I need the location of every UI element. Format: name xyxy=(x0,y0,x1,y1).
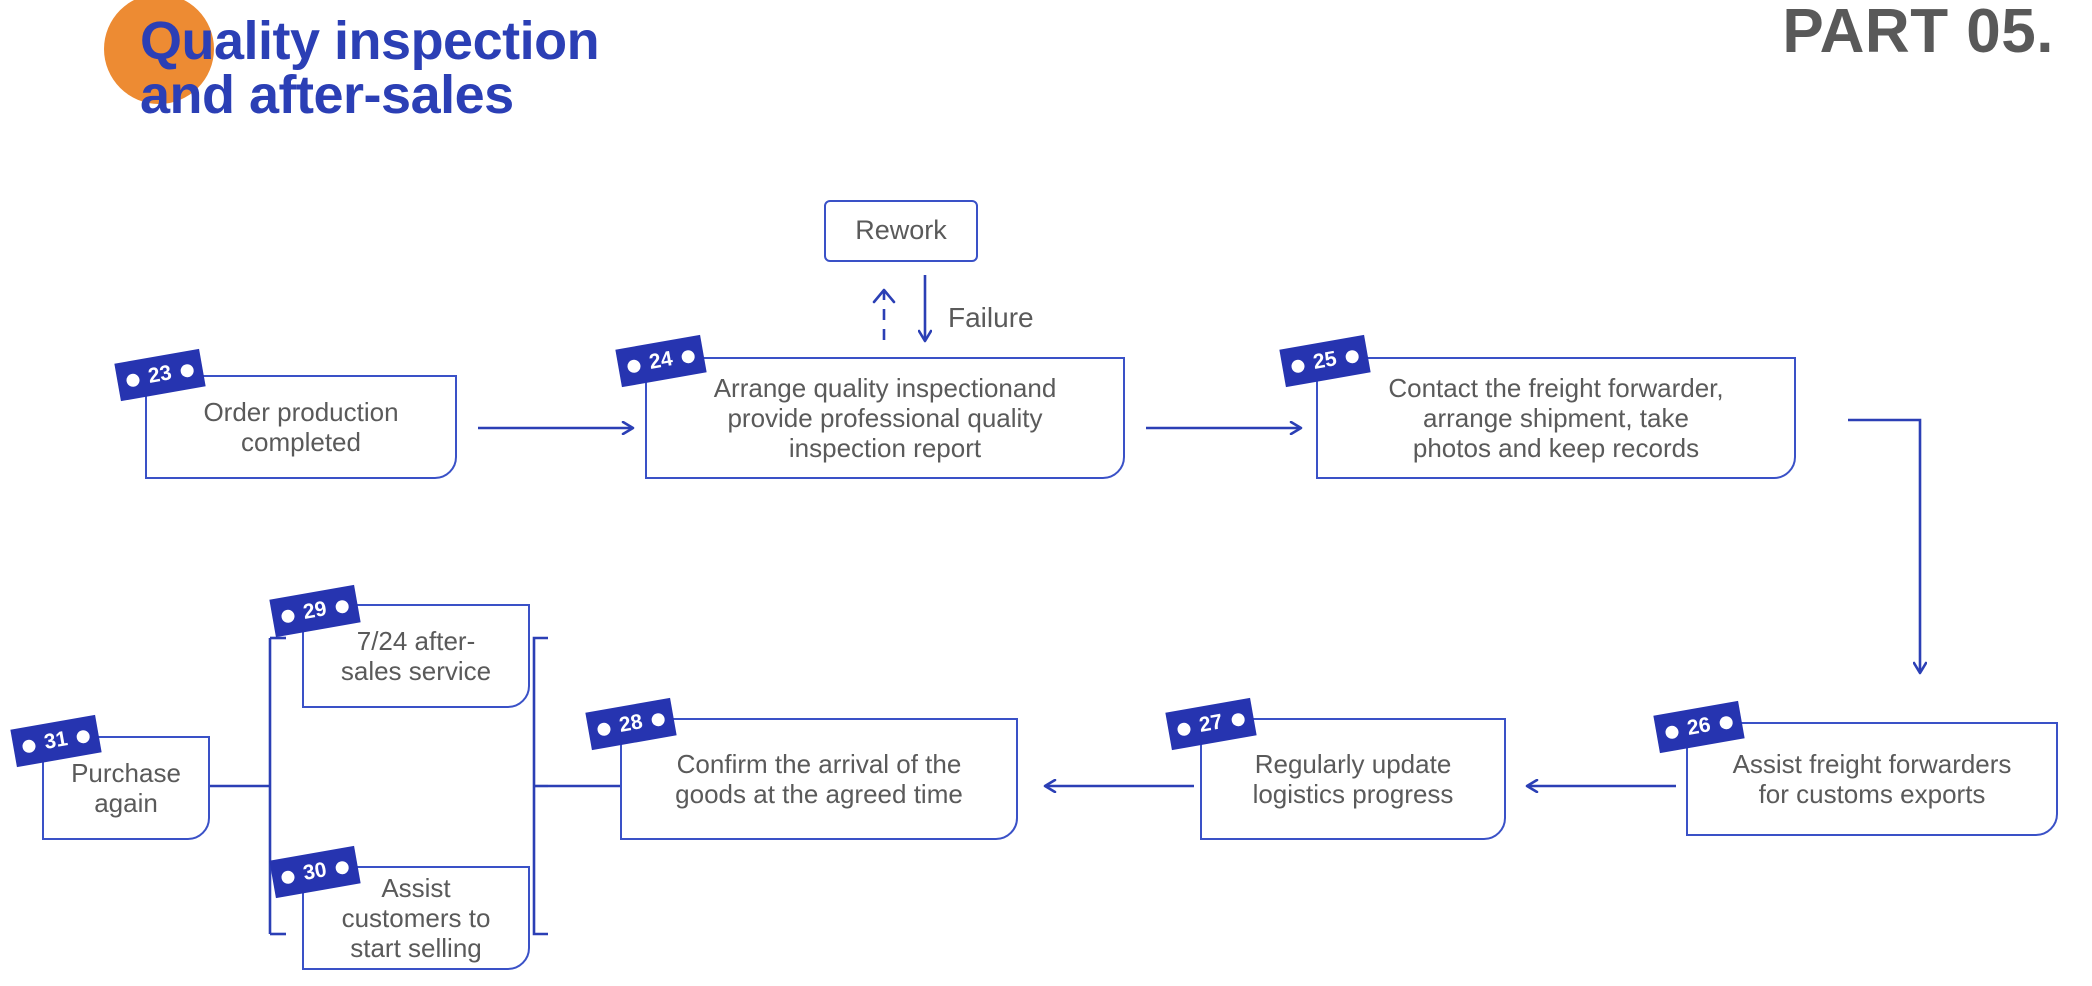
wire-rework-up xyxy=(872,288,896,340)
node-27[interactable]: Regularly update logistics progress xyxy=(1200,718,1506,840)
badge-hole-right xyxy=(334,598,350,614)
title-decoration-circle xyxy=(104,0,214,104)
badge-31-number: 31 xyxy=(42,726,70,754)
node-29-label: 7/24 after- sales service xyxy=(340,625,492,686)
badge-28-number: 28 xyxy=(617,709,645,737)
wire-25-to-26 xyxy=(1848,418,1920,672)
node-rework-label: Rework xyxy=(855,215,947,246)
node-26-label: Assist freight forwarders for customs ex… xyxy=(1732,748,2012,809)
node-25[interactable]: Contact the freight forwarder, arrange s… xyxy=(1316,357,1796,479)
badge-hole-right xyxy=(75,728,91,744)
node-23-label: Order production completed xyxy=(203,396,399,457)
badge-25-number: 25 xyxy=(1311,346,1339,374)
badge-hole-right xyxy=(680,348,696,364)
node-24-label: Arrange quality inspectionand provide pr… xyxy=(713,372,1057,464)
badge-hole-right xyxy=(334,859,350,875)
badge-24-number: 24 xyxy=(647,346,675,374)
node-rework[interactable]: Rework xyxy=(824,200,978,262)
badge-27-number: 27 xyxy=(1197,709,1225,737)
node-25-label: Contact the freight forwarder, arrange s… xyxy=(1388,372,1724,464)
part-number-label: PART 05. xyxy=(1782,0,2054,66)
node-28[interactable]: Confirm the arrival of the goods at the … xyxy=(620,718,1018,840)
badge-hole-left xyxy=(596,721,612,737)
node-26[interactable]: Assist freight forwarders for customs ex… xyxy=(1686,722,2058,836)
badge-hole-left xyxy=(280,608,296,624)
node-31-label: Purchase again xyxy=(71,757,181,818)
badge-hole-left xyxy=(626,358,642,374)
wire-28-to-bracket xyxy=(532,636,620,936)
badge-hole-right xyxy=(1718,714,1734,730)
badge-hole-right xyxy=(179,362,195,378)
badge-hole-right xyxy=(650,711,666,727)
page-title: Quality inspection and after-sales xyxy=(140,11,600,125)
node-23[interactable]: Order production completed xyxy=(145,375,457,479)
badge-hole-left xyxy=(1290,358,1306,374)
badge-29-number: 29 xyxy=(301,596,329,624)
node-31[interactable]: Purchase again xyxy=(42,736,210,840)
badge-hole-left xyxy=(280,869,296,885)
failure-label: Failure xyxy=(948,302,1034,333)
badge-hole-left xyxy=(125,372,141,388)
badge-30-number: 30 xyxy=(301,857,329,885)
badge-hole-right xyxy=(1344,348,1360,364)
node-28-label: Confirm the arrival of the goods at the … xyxy=(675,748,963,809)
node-30-label: Assist customers to start selling xyxy=(341,872,491,964)
badge-hole-right xyxy=(1230,711,1246,727)
badge-hole-left xyxy=(1176,721,1192,737)
badge-26-number: 26 xyxy=(1685,712,1713,740)
badge-hole-left xyxy=(21,738,37,754)
node-24[interactable]: Arrange quality inspectionand provide pr… xyxy=(645,357,1125,479)
badge-hole-left xyxy=(1664,724,1680,740)
node-27-label: Regularly update logistics progress xyxy=(1252,748,1454,809)
badge-23-number: 23 xyxy=(146,360,174,388)
